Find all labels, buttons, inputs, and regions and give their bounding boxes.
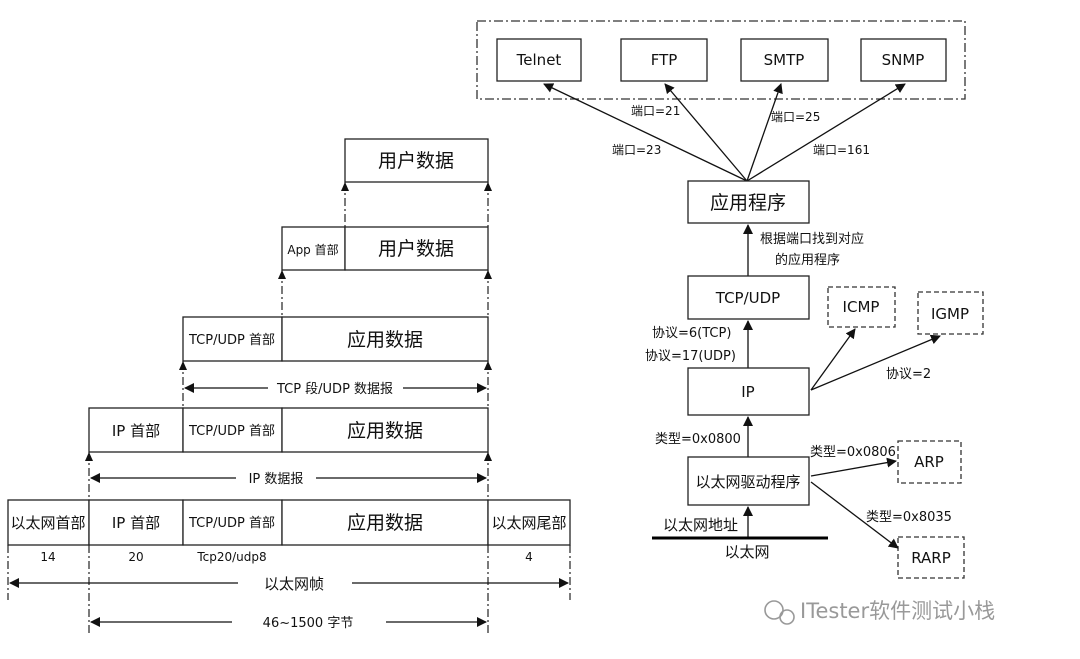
wechat-icon [764,600,795,625]
app-header-label: App 首部 [287,242,338,257]
app-box-ftp [620,38,708,82]
watermark-text: ITester软件测试小栈 [800,599,995,623]
user-data-box [344,226,489,271]
size-ip-header: 20 [128,550,143,564]
lookup-note-line2: 的应用程序 [775,252,840,268]
type-ip-label: 类型=0x0800 [655,432,741,447]
lookup-note-line1: 根据端口找到对应 [760,231,864,247]
proto-tcp-label: 协议=6(TCP) [652,326,731,341]
arrowhead [484,452,492,461]
app-label-smtp: SMTP [764,51,805,69]
tcp-udp-header-label: TCP/UDP 首部 [188,516,275,531]
arrow-driver-to-rarp [810,481,899,549]
arrow-to-smtp [746,83,783,182]
app-data-box [281,499,489,546]
ip-box [687,367,810,416]
arp-box [897,440,962,484]
user-data-label: 用户数据 [378,238,454,260]
app-data-label: 应用数据 [347,329,423,351]
tcp-udp-header-box [182,499,283,546]
arrowhead [341,182,349,191]
ip-header-label: IP 首部 [112,514,160,532]
type-rarp-label: 类型=0x8035 [866,510,952,525]
ip-label: IP [741,383,754,401]
app-label-telnet: Telnet [516,51,562,69]
port-telnet-label: 端口=23 [612,143,661,157]
arrow-to-snmp [746,83,906,182]
arrowhead [484,361,492,370]
size-eth-trailer: 4 [525,550,533,564]
arrow-to-telnet [543,83,748,182]
ip-datagram-label: IP 数据报 [249,472,304,487]
eth-frame-label: 以太网帧 [264,575,324,593]
eth-address-label: 以太网地址 [663,516,738,534]
type-arp-label: 类型=0x0806 [810,445,896,460]
app-box-smtp [740,38,829,82]
user-data-box [344,138,489,183]
app-data-label: 应用数据 [347,420,423,442]
size-tcp-udp: Tcp20/udp8 [196,550,266,564]
app-label-snmp: SNMP [882,51,925,69]
proto-udp-label: 协议=17(UDP) [645,349,736,364]
tcp-udp-label: TCP/UDP [715,289,780,307]
eth-driver-label: 以太网驱动程序 [695,473,800,491]
ethernet-label: 以太网 [724,543,769,561]
app-data-box [281,407,489,453]
app-header-box [281,226,346,271]
user-data-label: 用户数据 [378,150,454,172]
icmp-label: ICMP [843,298,880,316]
app-label-ftp: FTP [651,51,678,69]
application-box [687,180,810,224]
arp-label: ARP [914,453,944,471]
ip-header-label: IP 首部 [112,422,160,440]
ip-header-box [88,499,184,546]
igmp-box [917,291,984,335]
proto-igmp-label: 协议=2 [886,367,931,382]
tcp-udp-header-box [182,316,283,362]
port-ftp-label: 端口=21 [631,104,680,118]
arrowhead [484,182,492,191]
arrow-driver-to-arp [810,457,897,477]
app-box-telnet [496,38,582,82]
arrowhead [179,361,187,370]
app-box-snmp [860,38,947,82]
arrow-ip-to-icmp [810,328,856,391]
app-data-label: 应用数据 [347,512,423,534]
port-snmp-label: 端口=161 [813,143,870,157]
applications-group [476,20,966,100]
tcp-udp-header-label: TCP/UDP 首部 [188,424,275,439]
arrow-ip-to-igmp [810,334,941,391]
tcp-udp-box [687,275,810,320]
eth-driver-box [687,456,810,506]
arrowhead [278,270,286,279]
tcp-segment-label: TCP 段/UDP 数据报 [276,382,393,397]
tcp-udp-header-label: TCP/UDP 首部 [188,333,275,348]
eth-header-label: 以太网首部 [10,514,85,532]
arrowhead [85,452,93,461]
rarp-box [897,536,965,579]
ip-header-box [88,407,184,453]
igmp-label: IGMP [931,305,969,323]
app-data-box [281,316,489,362]
size-eth-header: 14 [40,550,55,564]
payload-range-label: 46~1500 字节 [263,616,354,631]
port-smtp-label: 端口=25 [771,110,820,124]
arrow-to-ftp [664,83,748,182]
rarp-label: RARP [911,549,951,567]
application-label: 应用程序 [710,192,786,214]
eth-trailer-label: 以太网尾部 [491,514,566,532]
arrowhead [484,270,492,279]
icmp-box [827,286,896,328]
tcp-udp-header-box [182,407,283,453]
eth-trailer-box [487,499,571,546]
